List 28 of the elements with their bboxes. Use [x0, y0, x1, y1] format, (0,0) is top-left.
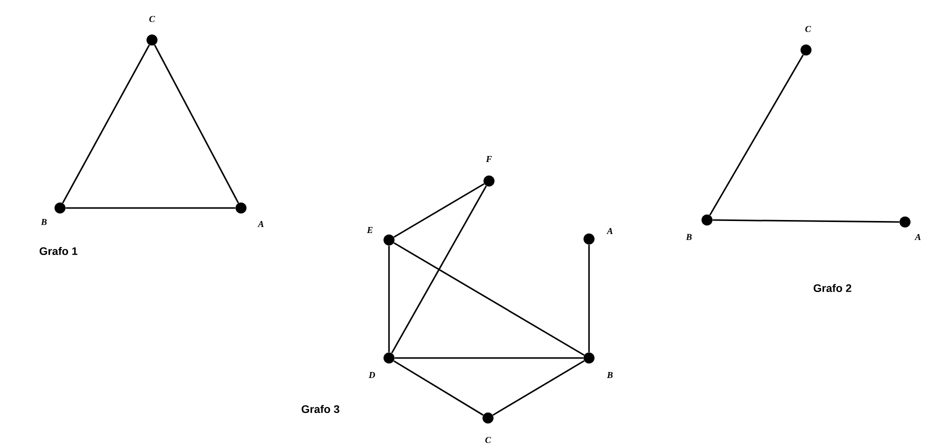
graph-title: Grafo 1 [40, 246, 78, 256]
edge-line [394, 357, 584, 359]
edge-line [492, 360, 584, 416]
graph-title: Grafo 3 [302, 404, 340, 414]
edge-line [588, 244, 590, 352]
vertex-label: A [258, 221, 264, 227]
graph-title: Grafo 2 [814, 284, 852, 292]
edge-line [709, 54, 804, 216]
vertex-label: C [149, 16, 156, 22]
edge-line [388, 246, 390, 352]
edge-line [154, 44, 239, 204]
vertex-label: C [485, 436, 492, 444]
vertex-label: F [486, 156, 492, 162]
edge-line [391, 186, 487, 354]
vertex-label: C [805, 26, 812, 32]
vertex-label: A [606, 228, 613, 234]
edge-line [62, 44, 150, 204]
edge-line [394, 360, 484, 416]
vertex-label: A [914, 234, 921, 240]
edge-line [394, 183, 484, 238]
vertex-label: B [686, 234, 692, 240]
edge-line [66, 207, 236, 209]
vertex-label: B [606, 372, 613, 378]
vertex-label: B [40, 219, 47, 225]
edge-line [712, 219, 900, 223]
vertex-label: E [366, 227, 373, 233]
edge-line [394, 242, 584, 356]
vertex-label: D [368, 372, 376, 378]
